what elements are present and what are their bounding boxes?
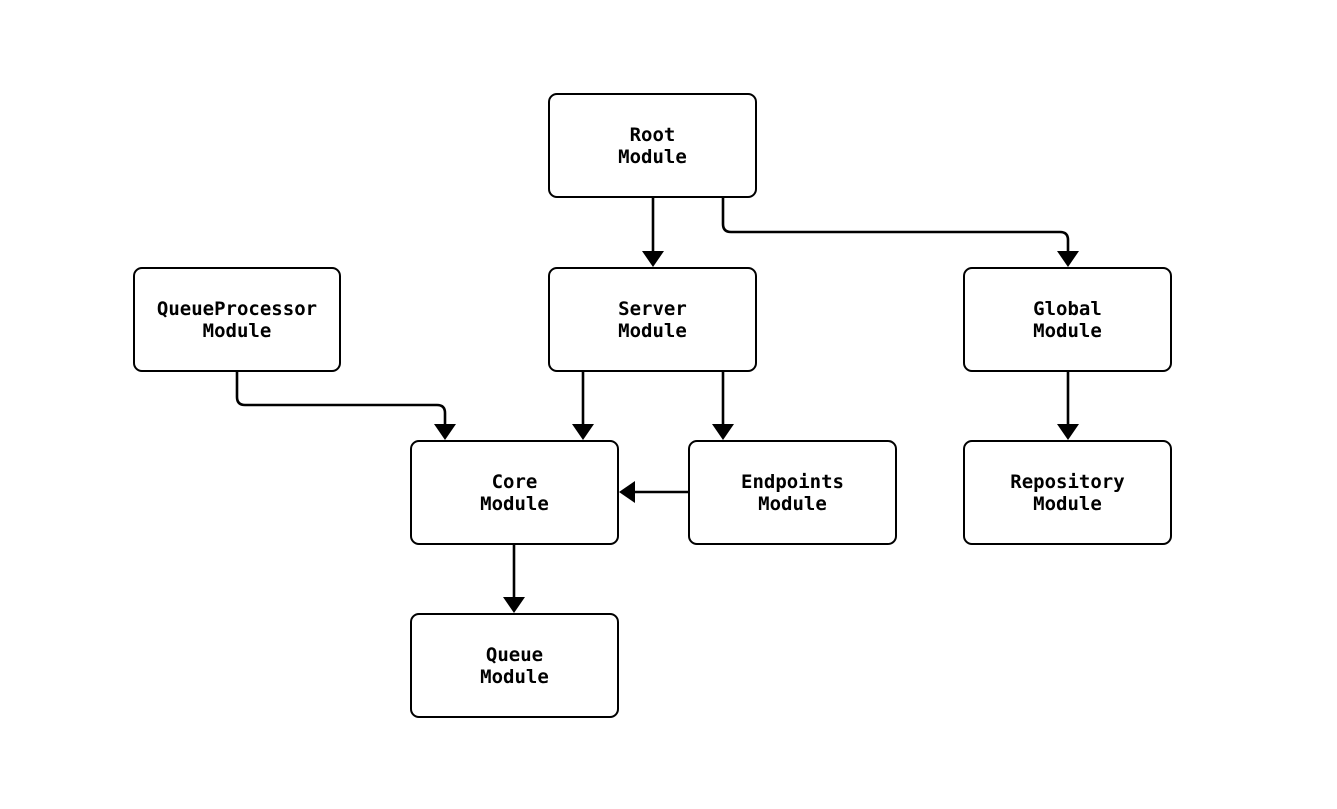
node-root-module: Root Module (548, 93, 757, 198)
edge-core-to-queue (503, 545, 525, 613)
edge-global-to-repository (1057, 372, 1079, 440)
node-core-module: Core Module (410, 440, 619, 545)
edge-server-to-core (572, 372, 594, 440)
edge-root-to-server (642, 198, 664, 267)
node-queue-module: Queue Module (410, 613, 619, 718)
node-endpoints-module: Endpoints Module (688, 440, 897, 545)
node-repository-module: Repository Module (963, 440, 1172, 545)
edge-queueprocessor-to-core (235, 372, 456, 440)
node-global-module: Global Module (963, 267, 1172, 372)
node-queueprocessor-module: QueueProcessor Module (133, 267, 341, 372)
node-server-module: Server Module (548, 267, 757, 372)
edge-server-to-endpoints (712, 372, 734, 440)
edge-endpoints-to-core (619, 481, 688, 503)
edge-root-to-global (721, 198, 1079, 267)
